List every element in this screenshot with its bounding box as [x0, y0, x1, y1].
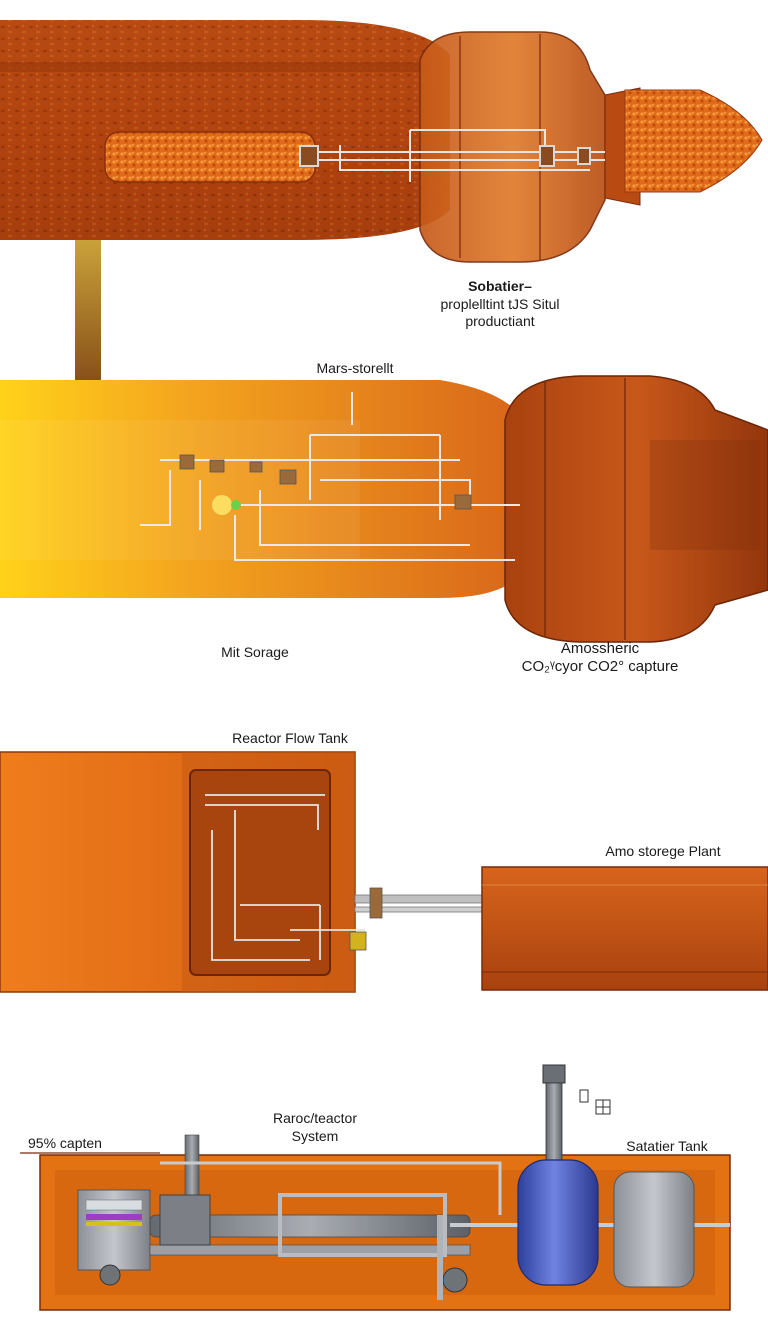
vessel-nozzle	[419, 31, 641, 263]
label-satatier-tank: Satatier Tank	[626, 1138, 708, 1154]
label-capture-rate: 95% capten	[28, 1135, 102, 1151]
label-reactor-flow-tank: Reactor Flow Tank	[232, 730, 348, 746]
label-reactor-system-line2: System	[291, 1128, 339, 1144]
gauge-panel	[579, 1089, 611, 1115]
label-sabatier-line3: productiant	[465, 313, 535, 329]
label-atmospheric-line2: CO₂ᵞcyor CO2° capture	[521, 658, 679, 675]
label-sabatier-line2: proplelltint tJS Situl	[440, 296, 560, 312]
flow-valves	[179, 454, 472, 515]
label-reactor-system-line1: Raroc/teactor	[272, 1110, 358, 1126]
storage-tank	[0, 380, 520, 598]
reactor-pipework	[99, 1134, 730, 1300]
sabatier-vessel	[0, 20, 450, 240]
label-mit-storage: Mit Sorage	[221, 644, 289, 660]
label-atmospheric-line1: Amossheric	[560, 640, 640, 657]
grey-storage-tank	[613, 1171, 695, 1288]
flow-tank-piping	[205, 794, 365, 961]
label-mars-storage: Mars-storellt	[316, 360, 394, 376]
top-piping	[299, 129, 605, 182]
label-amo-storage-plant: Amo storege Plant	[605, 843, 721, 859]
label-sabatier-line1: Sobatier–	[468, 278, 532, 294]
amo-storage-tank	[481, 866, 768, 991]
control-cabinet	[77, 1189, 151, 1271]
ore-cone	[624, 89, 763, 193]
capture-dome	[504, 375, 768, 643]
blue-reactor-tank	[517, 1159, 599, 1286]
catalyst-bed	[104, 131, 316, 183]
flow-tank-inner	[189, 769, 331, 976]
distillation-column	[542, 1064, 566, 1164]
transfer-pipe	[349, 887, 486, 951]
